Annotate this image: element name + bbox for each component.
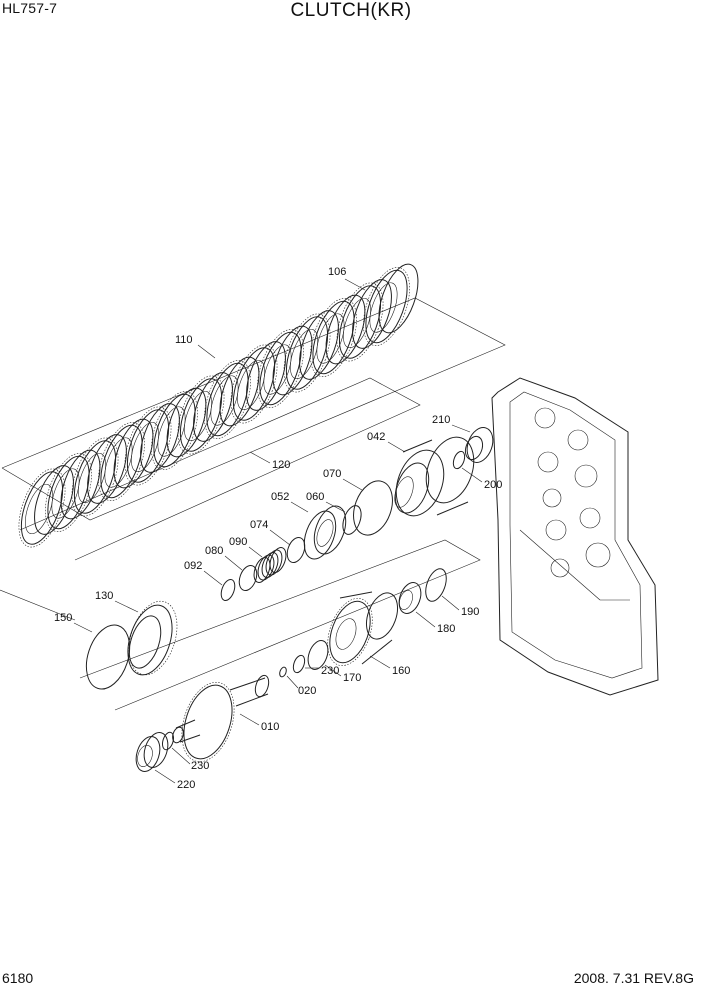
part-label-010: 010 <box>261 721 279 733</box>
part-label-080: 080 <box>205 545 223 557</box>
leader-line <box>73 622 93 633</box>
clutch-disc <box>124 403 180 486</box>
leader-lines <box>73 278 483 784</box>
ring-230-upper <box>292 654 306 674</box>
seal-ring-070 <box>353 480 393 536</box>
model-code: HL757-7 <box>2 0 58 16</box>
clutch-disc <box>257 325 313 408</box>
needle-bearing-170 <box>307 640 329 670</box>
leader-line <box>239 713 260 726</box>
page-title: CLUTCH(KR) <box>290 0 412 21</box>
shaft-010 <box>172 674 270 762</box>
transmission-housing <box>491 377 659 696</box>
clutch-disc <box>363 263 419 346</box>
leader-line <box>286 675 299 689</box>
page-number: 6180 <box>2 970 34 986</box>
part-label-092: 092 <box>184 560 202 572</box>
seal-ring-060 <box>342 505 362 535</box>
part-label-052: 052 <box>271 491 289 503</box>
leader-line <box>324 664 342 677</box>
clutch-drum-042 <box>394 436 475 517</box>
part-label-220: 220 <box>177 779 195 791</box>
part-label-160: 160 <box>392 665 410 677</box>
part-label-120: 120 <box>272 459 290 471</box>
leader-line <box>290 501 309 513</box>
clutch-disc <box>98 418 154 501</box>
pin-020 <box>279 666 287 678</box>
clutch-disc <box>310 294 366 377</box>
bearing-210 <box>464 427 494 463</box>
clutch-disc <box>71 434 127 517</box>
leader-line <box>342 478 363 491</box>
leader-line <box>344 278 366 291</box>
leader-line <box>224 555 243 571</box>
part-label-230: 230 <box>321 665 339 677</box>
part-label-180: 180 <box>437 623 455 635</box>
part-label-170: 170 <box>343 672 361 684</box>
part-label-200: 200 <box>484 479 502 491</box>
leader-line <box>451 424 471 433</box>
leader-line <box>387 441 406 453</box>
clutch-disc <box>283 310 339 393</box>
leader-line <box>269 529 291 546</box>
part-label-150: 150 <box>54 612 72 624</box>
clutch-disc <box>230 341 286 424</box>
leader-line <box>114 600 139 613</box>
leader-line <box>197 344 216 359</box>
leader-line <box>415 611 436 628</box>
leader-line <box>248 546 263 558</box>
part-label-106: 106 <box>328 266 346 278</box>
clutch-disc <box>45 449 101 532</box>
part-label-230: 230 <box>191 760 209 772</box>
part-label-042: 042 <box>367 431 385 443</box>
disc-group-guides <box>0 297 506 621</box>
lower-guides <box>79 539 481 711</box>
leader-line <box>154 769 176 784</box>
part-label-070: 070 <box>323 468 341 480</box>
leader-line <box>461 467 483 483</box>
part-label-060: 060 <box>306 491 324 503</box>
part-label-130: 130 <box>95 590 113 602</box>
part-label-020: 020 <box>298 685 316 697</box>
leader-line <box>203 570 223 586</box>
spring-090 <box>253 547 287 583</box>
clutch-disc <box>204 356 260 439</box>
snap-ring-200 <box>452 450 466 470</box>
revision-date: 2008. 7.31 REV.8G <box>573 970 694 986</box>
part-label-190: 190 <box>461 606 479 618</box>
piston-052 <box>303 505 347 560</box>
clutch-disc <box>177 372 233 455</box>
part-label-090: 090 <box>229 536 247 548</box>
leader-line <box>369 655 391 669</box>
clutch-disc-stack <box>18 263 419 548</box>
end-disc-130 <box>127 600 178 676</box>
ring-080 <box>238 564 258 592</box>
snap-ring-092 <box>220 578 236 602</box>
bearing-220 <box>135 732 169 772</box>
part-label-210: 210 <box>432 414 450 426</box>
snap-ring-190 <box>425 568 447 602</box>
leader-line <box>249 451 271 464</box>
leader-line <box>171 747 191 765</box>
bearing-180 <box>398 582 422 614</box>
gear-160 <box>327 591 399 666</box>
ring-230-lower <box>161 731 175 751</box>
snap-ring-150 <box>85 624 131 690</box>
leader-line <box>441 595 460 611</box>
ring-074 <box>286 536 306 564</box>
part-label-074: 074 <box>250 519 268 531</box>
leader-line <box>325 501 346 513</box>
clutch-disc <box>336 279 392 362</box>
part-label-110: 110 <box>175 334 193 346</box>
